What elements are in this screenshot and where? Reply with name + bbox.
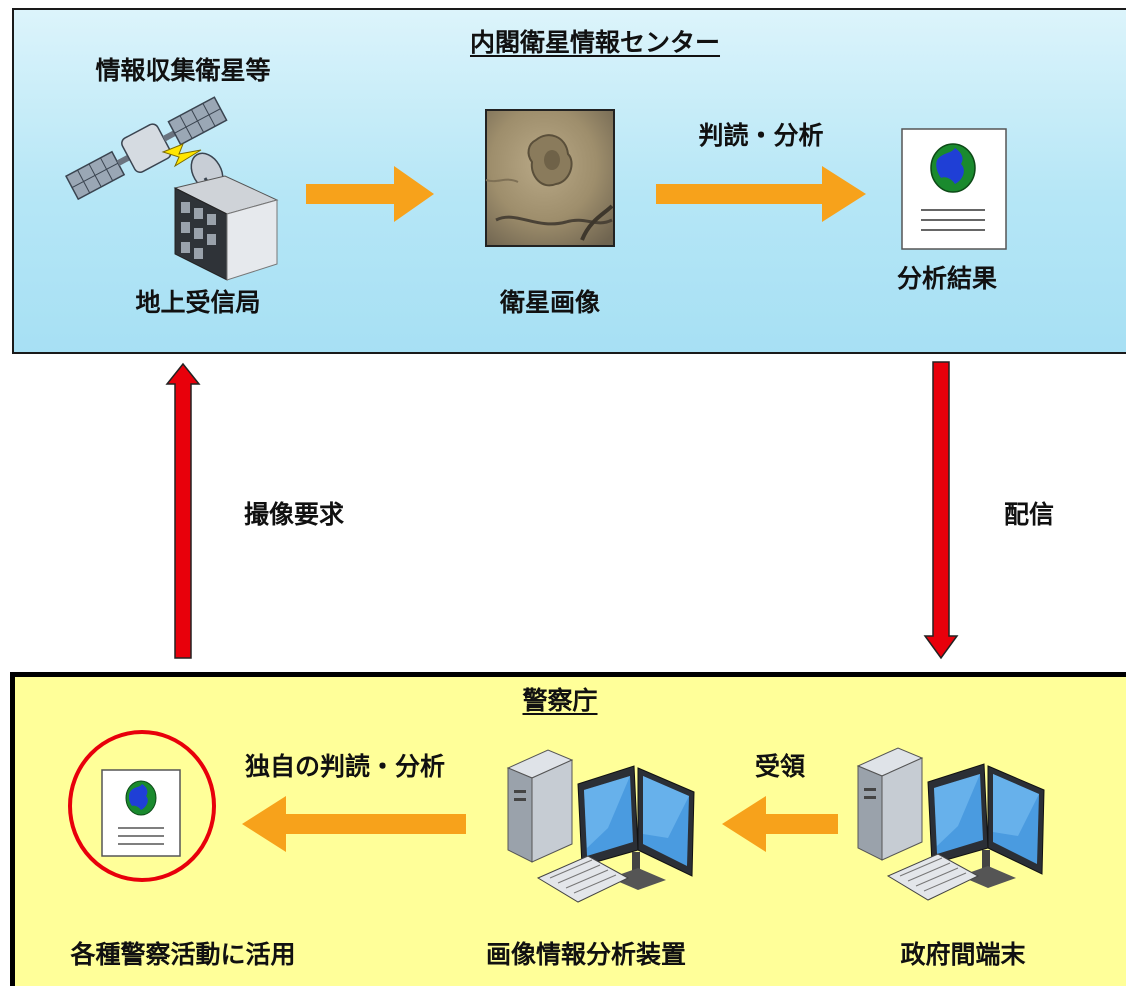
analysis-label: 判読・分析 [698, 121, 824, 150]
analysis-result-document-icon [901, 128, 1007, 250]
usage-label: 各種警察活動に活用 [70, 940, 296, 969]
imaging-request-arrow [165, 362, 201, 659]
imaging-request-label: 撮像要求 [244, 500, 345, 529]
satellite-image-thumbnail [485, 109, 615, 247]
center-title: 内閣衛星情報センター [469, 28, 721, 57]
satellite-ground-station-icon [65, 96, 279, 281]
ground-station-label: 地上受信局 [135, 288, 261, 317]
own-analysis-label: 独自の判読・分析 [244, 752, 446, 781]
orange-arrow-to-result [656, 166, 866, 222]
orange-arrow-to-analyzer [722, 796, 838, 852]
government-terminal-workstation-icon [856, 747, 1045, 901]
delivery-arrow [923, 361, 959, 660]
government-terminal-label: 政府間端末 [900, 940, 1026, 969]
orange-arrow-to-image [306, 166, 434, 222]
delivery-label: 配信 [1004, 500, 1055, 529]
satellite-label: 情報収集衛星等 [95, 56, 271, 85]
image-analyzer-workstation-icon [506, 749, 695, 903]
usage-highlight-circle [68, 730, 216, 882]
orange-arrow-to-usage [242, 796, 466, 852]
satellite-image-label: 衛星画像 [499, 288, 601, 317]
analysis-result-label: 分析結果 [896, 264, 998, 293]
police-title: 警察庁 [522, 686, 598, 715]
image-analyzer-label: 画像情報分析装置 [485, 940, 687, 969]
receive-label: 受領 [754, 752, 806, 781]
usage-document-icon [101, 769, 181, 857]
